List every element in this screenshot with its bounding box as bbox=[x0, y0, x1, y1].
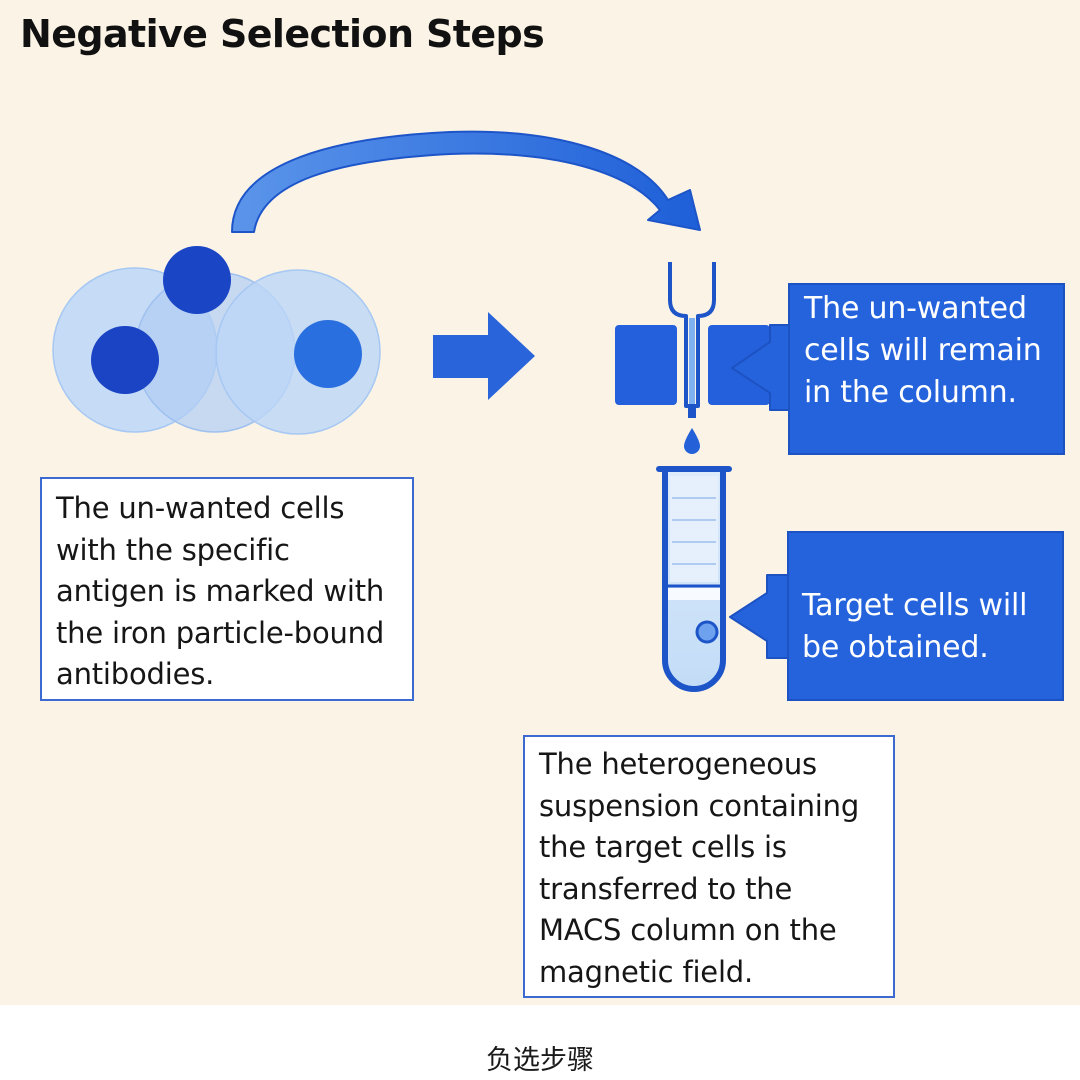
figure-caption: 负选步骤 bbox=[486, 1045, 594, 1076]
target-cells-callout: Target cells will be obtained. bbox=[787, 531, 1064, 701]
column-retention-callout: The un-wanted cells will remain in the c… bbox=[788, 283, 1065, 455]
cell-cluster-icon bbox=[52, 246, 381, 435]
macs-column-icon bbox=[668, 262, 716, 418]
diagram-title: Negative Selection Steps bbox=[20, 12, 545, 56]
diagram-artwork bbox=[52, 130, 791, 692]
right-arrow-icon bbox=[433, 312, 535, 400]
droplet-icon bbox=[684, 428, 700, 454]
callout-target-pointer bbox=[729, 574, 790, 659]
callout-column-pointer bbox=[731, 324, 791, 411]
curved-arrow-icon bbox=[231, 130, 701, 233]
collection-tube-icon bbox=[656, 466, 732, 692]
labeling-step-note: The un-wanted cells with the specific an… bbox=[40, 477, 414, 701]
transfer-step-note: The heterogeneous suspension containing … bbox=[523, 735, 895, 998]
